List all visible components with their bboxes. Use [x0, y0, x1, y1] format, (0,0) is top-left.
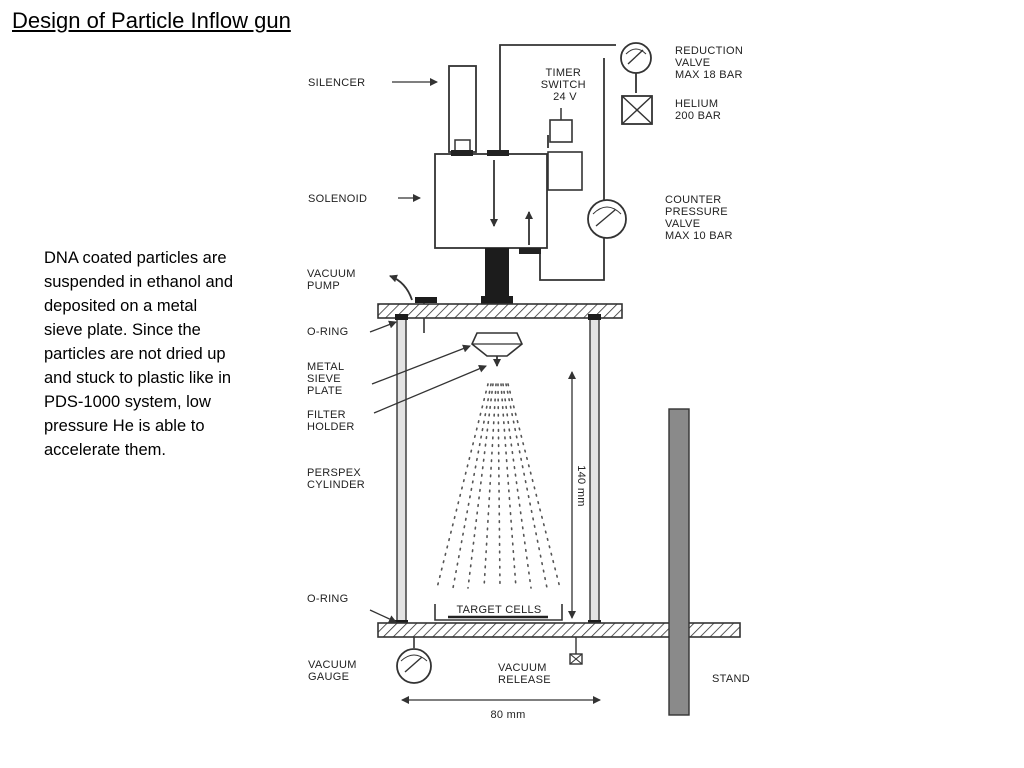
label-stand: STAND	[712, 673, 750, 685]
label-helium: HELIUM 200 BAR	[675, 98, 722, 122]
label-target-cells: TARGET CELLS	[456, 604, 541, 616]
label-vacuum-pump: VACUUM PUMP	[307, 268, 359, 292]
reduction-valve-gauge	[620, 42, 652, 74]
vacuum-gauge	[396, 637, 432, 684]
label-reduction-valve: REDUCTION VALVE MAX 18 BAR	[675, 45, 746, 81]
particle-spray	[436, 383, 561, 589]
label-vacuum-gauge: VACUUM GAUGE	[308, 659, 360, 683]
stand-post	[668, 408, 690, 716]
label-solenoid: SOLENOID	[308, 193, 367, 205]
timer-switch	[549, 119, 573, 143]
label-silencer: SILENCER	[308, 77, 365, 89]
barrel	[485, 248, 509, 300]
leader-arrows	[369, 78, 487, 623]
bottom-plate	[377, 622, 741, 638]
solenoid-body	[434, 153, 548, 249]
page-title: Design of Particle Inflow gun	[12, 8, 291, 33]
vacuum-release-valve	[569, 637, 583, 665]
label-filter-holder: FILTER HOLDER	[307, 409, 355, 433]
label-height-dimension: 140 mm	[575, 465, 587, 507]
label-o-ring-bottom: O-RING	[307, 593, 349, 605]
label-width-dimension: 80 mm	[490, 709, 525, 721]
perspex-cylinder	[395, 314, 601, 626]
label-perspex-cylinder: PERSPEX CYLINDER	[307, 467, 365, 491]
top-plate	[377, 303, 623, 319]
description-text: DNA coated particles are suspended in et…	[44, 249, 233, 459]
label-counter-pressure-valve: COUNTER PRESSURE VALVE MAX 10 BAR	[665, 194, 733, 242]
label-timer-switch: TIMER SWITCH 24 V	[541, 67, 590, 103]
counter-pressure-gauge	[587, 199, 627, 239]
helium-cylinder-icon	[621, 95, 653, 125]
label-o-ring-top: O-RING	[307, 326, 349, 338]
gas-lines	[499, 44, 637, 281]
label-vacuum-release: VACUUM RELEASE	[498, 662, 551, 686]
label-metal-sieve-plate: METAL SIEVE PLATE	[307, 361, 347, 397]
target-cells-dish	[434, 604, 563, 621]
filter-holder	[471, 332, 523, 367]
silencer	[448, 65, 477, 153]
